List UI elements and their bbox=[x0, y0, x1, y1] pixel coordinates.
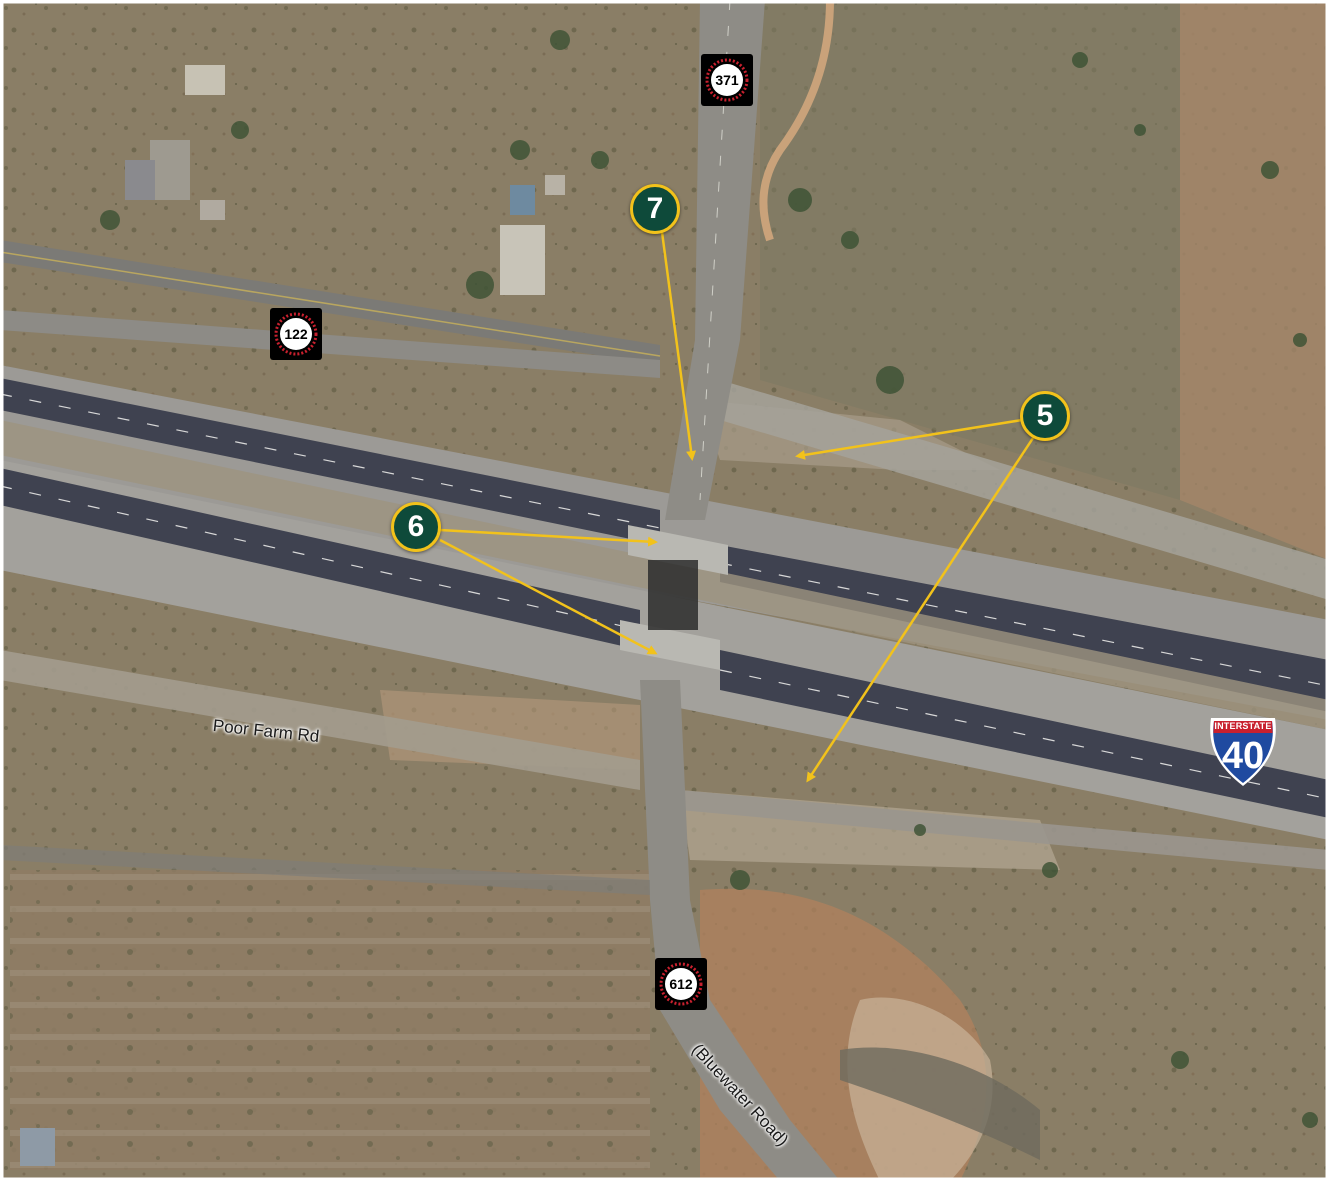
callout-6: 6 bbox=[391, 502, 441, 552]
route-number: 122 bbox=[284, 326, 308, 342]
arrow-5a bbox=[795, 418, 1023, 460]
callout-5: 5 bbox=[1020, 391, 1070, 441]
interstate-shield-icon bbox=[1210, 718, 1276, 786]
arrow-6b bbox=[439, 538, 658, 655]
route-number: 612 bbox=[669, 976, 693, 992]
interstate-word: INTERSTATE bbox=[1214, 721, 1272, 731]
zia-sun-icon bbox=[274, 312, 318, 356]
arrow-6a bbox=[439, 528, 658, 547]
arrow-5b bbox=[806, 437, 1035, 783]
zia-sun-icon bbox=[659, 962, 703, 1006]
interstate-40-shield: INTERSTATE 40 bbox=[1206, 714, 1280, 788]
interstate-number: 40 bbox=[1221, 735, 1265, 777]
zia-sun-icon bbox=[705, 58, 749, 102]
state-route-371-shield: 371 bbox=[701, 54, 753, 106]
callout-7: 7 bbox=[630, 184, 680, 234]
state-route-122-shield: 122 bbox=[270, 308, 322, 360]
state-route-612-shield: 612 bbox=[655, 958, 707, 1010]
route-number: 371 bbox=[715, 72, 739, 88]
arrow-7 bbox=[660, 231, 697, 461]
